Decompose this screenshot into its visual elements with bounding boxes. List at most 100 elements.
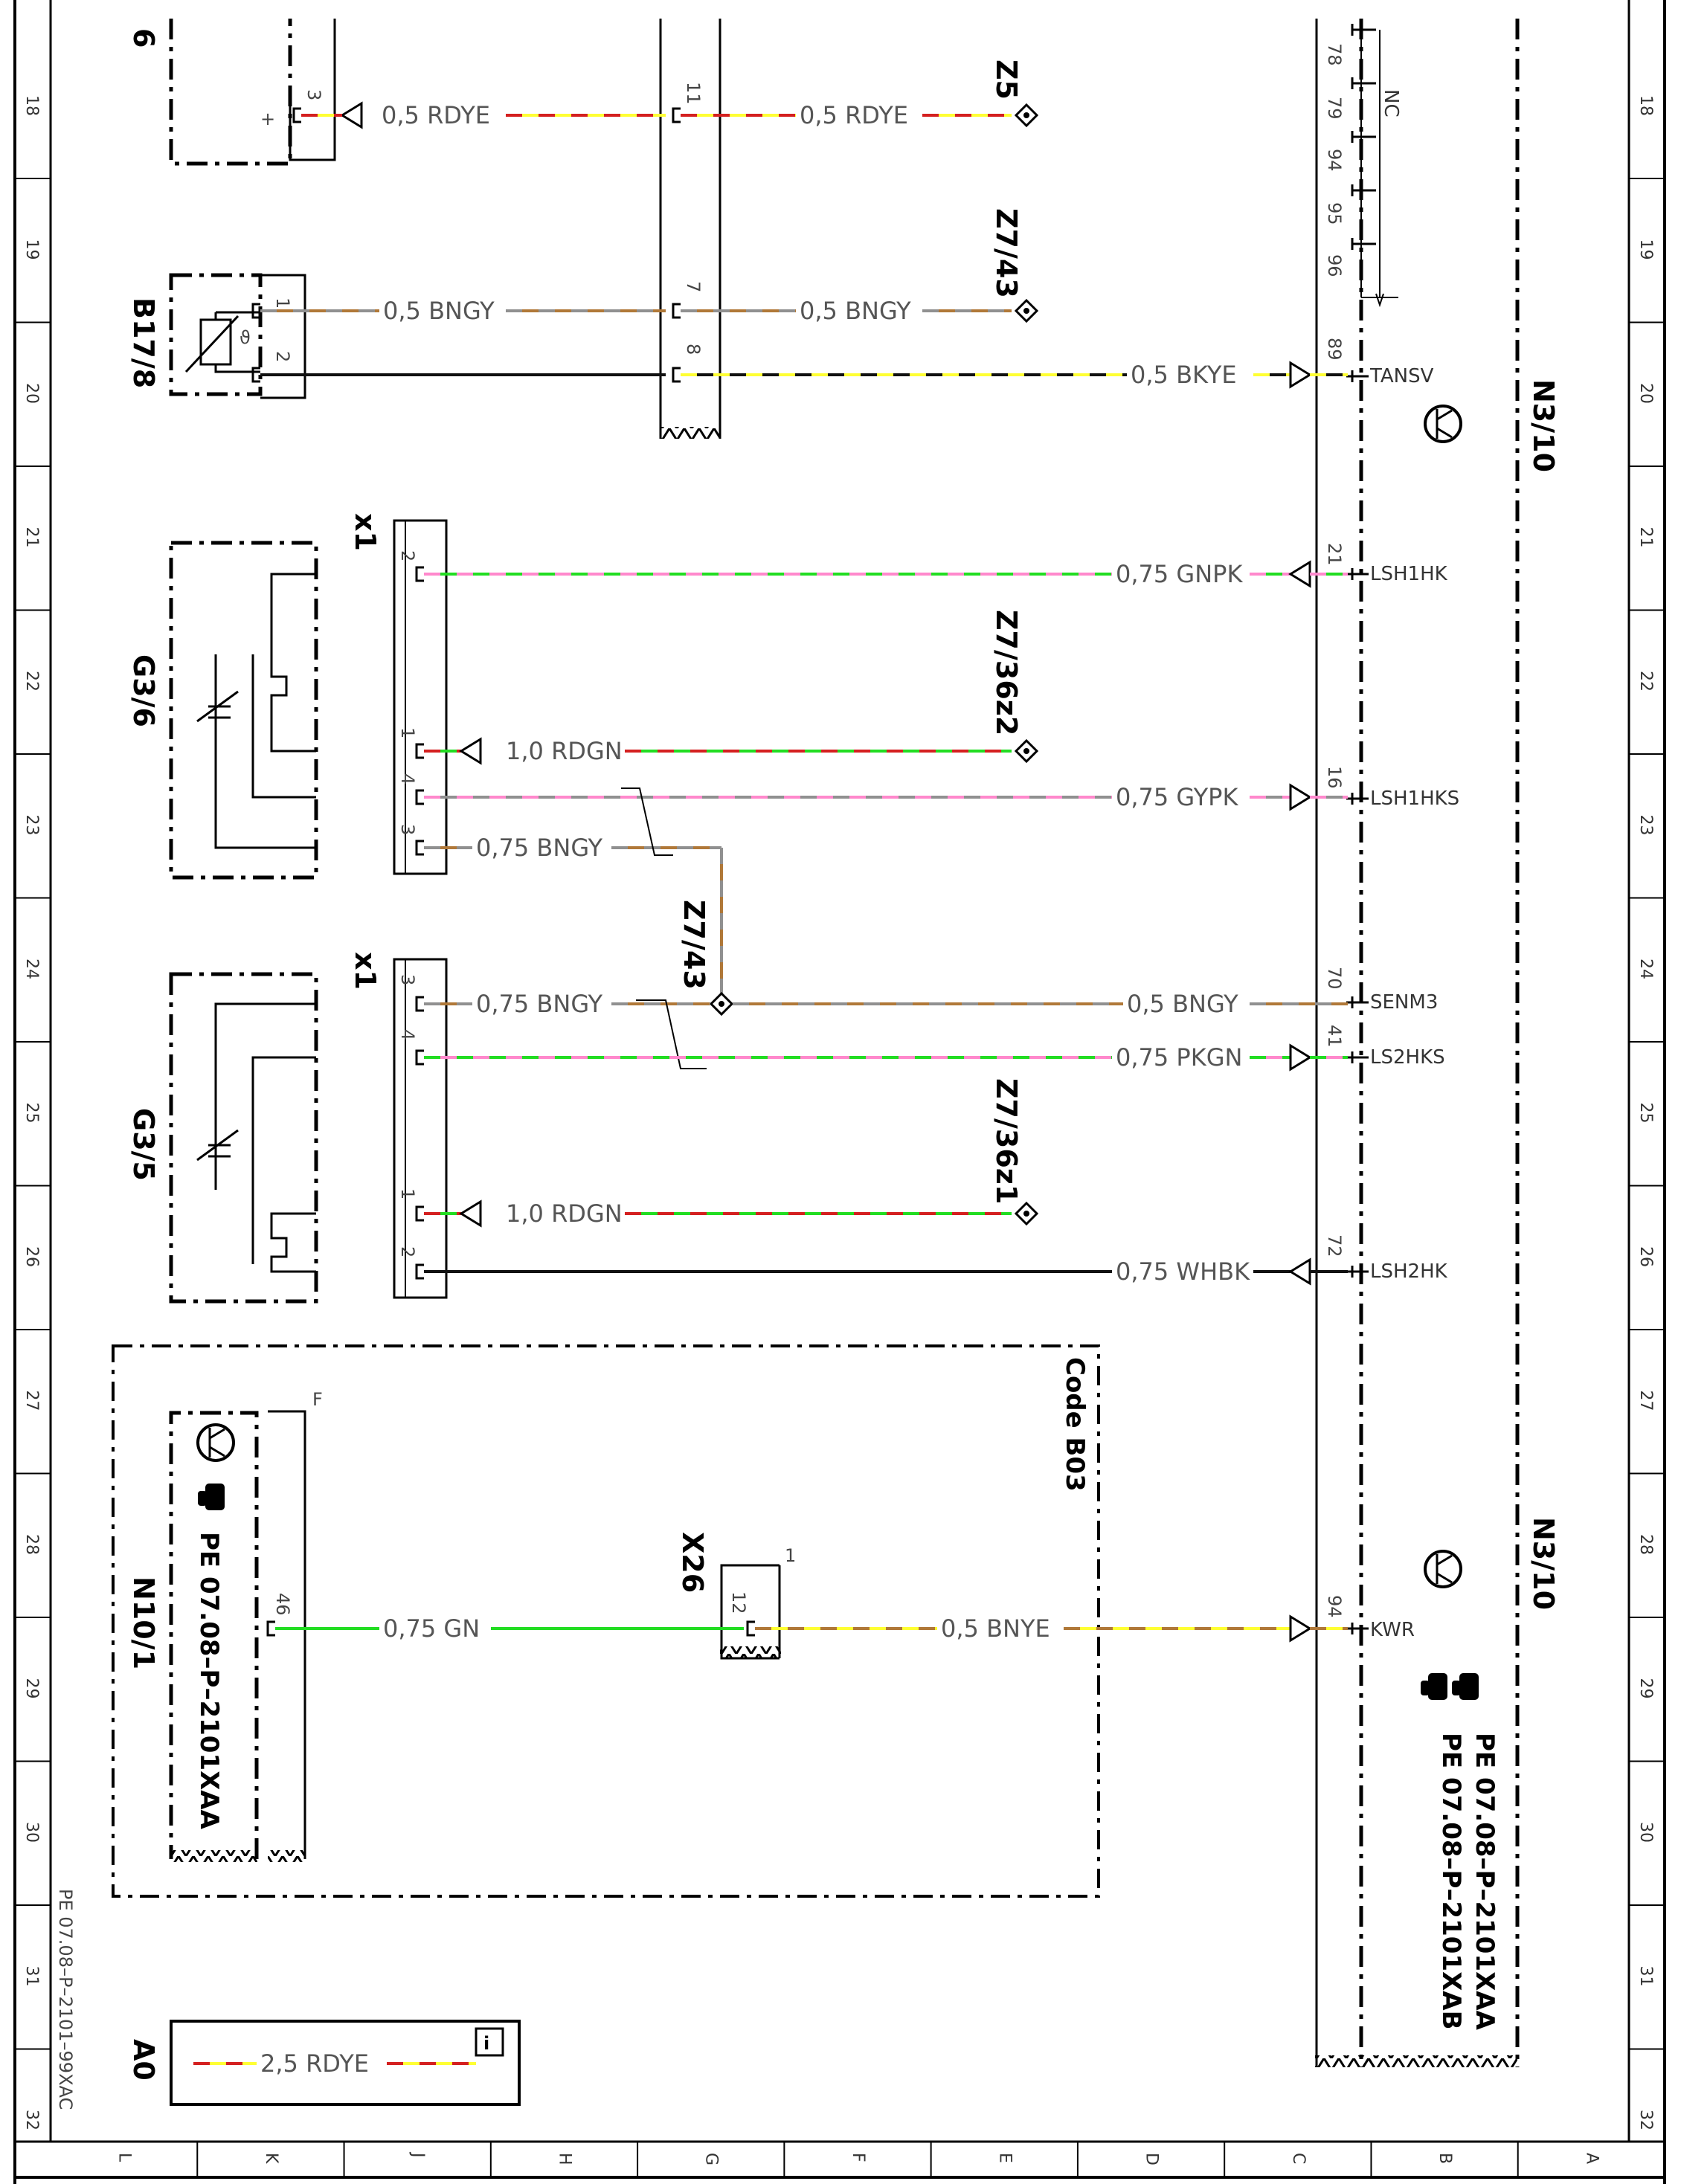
svg-text:1: 1 bbox=[272, 297, 293, 309]
wire-label: 0,5 RDYE bbox=[800, 101, 908, 129]
grid-number: 26 bbox=[1636, 1246, 1655, 1267]
wire-label: 0,75 GN bbox=[383, 1614, 480, 1643]
svg-text:89: 89 bbox=[1324, 338, 1345, 361]
n3-10-ref-b: PE 07.08–P–2101XAB bbox=[1436, 1733, 1466, 2030]
arrow-icon bbox=[1289, 361, 1312, 389]
svg-text:41: 41 bbox=[1324, 1025, 1345, 1048]
svg-text:4: 4 bbox=[397, 773, 418, 785]
grid-number: 27 bbox=[1636, 1391, 1655, 1411]
svg-text:1: 1 bbox=[397, 1188, 418, 1199]
wire-label: 0,75 PKGN bbox=[1116, 1043, 1242, 1072]
arrow-icon bbox=[1289, 783, 1312, 811]
wire-label: 0,75 WHBK bbox=[1116, 1257, 1250, 1286]
grid-letter: L bbox=[115, 2153, 134, 2162]
wire-label: 0,5 BNYE bbox=[941, 1614, 1050, 1643]
grid-number: 22 bbox=[22, 671, 41, 692]
wire-label: 0,5 BKYE bbox=[1131, 361, 1237, 389]
arrow-icon bbox=[1288, 1257, 1311, 1286]
svg-text:3: 3 bbox=[397, 974, 418, 985]
grid-number: 20 bbox=[22, 383, 41, 404]
grid-number: 31 bbox=[22, 1966, 41, 1987]
transistor-icon bbox=[196, 1423, 235, 1462]
svg-text:1: 1 bbox=[785, 1545, 796, 1566]
grid-number: 30 bbox=[22, 1822, 41, 1843]
grid-letter: J bbox=[408, 2151, 427, 2158]
arrow-icon bbox=[1288, 560, 1311, 588]
grid-letter: H bbox=[555, 2153, 573, 2165]
grid-letter: G bbox=[702, 2153, 721, 2165]
wire-label: 0,5 BNGY bbox=[1127, 990, 1238, 1018]
svg-text:3: 3 bbox=[397, 824, 418, 835]
n10-1-ref: PE 07.08–P–2101XAA bbox=[194, 1532, 224, 1830]
x26-label: X26 bbox=[676, 1532, 709, 1593]
code-b03-area: Code B03 bbox=[112, 1344, 1100, 1898]
g3-5-label: G3/5 bbox=[127, 1108, 160, 1181]
x26-connector: X26 12 1 bbox=[676, 1532, 796, 1660]
z5-label: Z5 bbox=[990, 59, 1023, 100]
grid-number: 24 bbox=[1636, 959, 1655, 979]
component-6-fragment: 6 3 + bbox=[127, 19, 336, 166]
grid-number: 23 bbox=[1636, 815, 1655, 836]
wire-label: 2,5 RDYE bbox=[260, 2049, 369, 2078]
wire-label: 0,75 GNPK bbox=[1116, 560, 1243, 588]
svg-text:46: 46 bbox=[272, 1593, 293, 1616]
svg-text:2: 2 bbox=[397, 550, 418, 561]
x1-bottom-label: x1 bbox=[349, 952, 382, 990]
grid-number: 23 bbox=[22, 815, 41, 836]
grid-ticks bbox=[15, 178, 1665, 2177]
grid-number: 20 bbox=[1636, 383, 1655, 404]
b17-8-label: B17/8 bbox=[127, 297, 160, 388]
svg-text:+: + bbox=[260, 109, 275, 129]
g3-6-sensor: G3/6 x1 2 1 4 3 bbox=[127, 513, 448, 880]
z7-36z1-label: Z7/36z1 bbox=[990, 1078, 1023, 1204]
theta-icon: ϑ bbox=[240, 327, 251, 348]
frame bbox=[13, 0, 1666, 2184]
transistor-icon bbox=[1424, 405, 1462, 443]
grid-number: 21 bbox=[22, 527, 41, 548]
hand-pointer-icon bbox=[198, 1484, 225, 1510]
grid-letter: E bbox=[995, 2153, 1014, 2163]
wire-label: 1,0 RDGN bbox=[506, 1199, 623, 1228]
wire-label: 0,5 RDYE bbox=[382, 101, 490, 129]
harness-connector: 11 7 8 bbox=[659, 19, 721, 439]
svg-text:96: 96 bbox=[1324, 254, 1345, 277]
svg-text:16: 16 bbox=[1324, 766, 1345, 789]
grid-number: 32 bbox=[1636, 2110, 1655, 2130]
z7-36z2-label: Z7/36z2 bbox=[990, 610, 1023, 735]
signal-lsh1hks: LSH1HKS bbox=[1370, 787, 1459, 810]
grid-number: 18 bbox=[22, 95, 41, 116]
grid-number: 29 bbox=[1636, 1678, 1655, 1699]
wire-label: 0,5 BNGY bbox=[383, 297, 495, 325]
b17-8-temperature-sensor: ϑ B17/8 1 2 bbox=[127, 273, 306, 399]
svg-text:8: 8 bbox=[683, 344, 704, 355]
wires: 0,5 RDYE 0,5 RDYE Z5 0,5 BNGY 0,5 BNGY Z7/43 0… bbox=[193, 59, 1348, 2078]
svg-text:F: F bbox=[312, 1389, 323, 1410]
wire-label: 1,0 RDGN bbox=[506, 737, 623, 765]
grid-number: 27 bbox=[22, 1391, 41, 1411]
n3-10-label-top: N3/10 bbox=[1527, 379, 1560, 472]
z7-43-top-label: Z7/43 bbox=[990, 208, 1023, 298]
hand-pointer-icon bbox=[1452, 1673, 1479, 1700]
grid-letter: C bbox=[1289, 2153, 1308, 2164]
n3-10-ref-a: PE 07.08–P–2101XAA bbox=[1470, 1733, 1500, 2031]
svg-text:4: 4 bbox=[397, 1029, 418, 1040]
signal-ls2hks: LS2HKS bbox=[1370, 1046, 1445, 1069]
n3-10-pins: 78 79 94 95 96 89 21 16 70 41 72 94 bbox=[1324, 43, 1345, 1618]
arrow-icon bbox=[459, 1199, 482, 1228]
info-icon: i bbox=[483, 2033, 489, 2054]
wire-label: 0,75 BNGY bbox=[476, 990, 603, 1018]
svg-text:95: 95 bbox=[1324, 202, 1345, 225]
grid-letter: A bbox=[1582, 2153, 1601, 2164]
wire-label: 0,75 GYPK bbox=[1116, 783, 1238, 811]
grid-letter: F bbox=[849, 2153, 867, 2162]
component-6-label: 6 bbox=[127, 28, 160, 48]
grid-letter: K bbox=[262, 2153, 280, 2164]
svg-text:94: 94 bbox=[1324, 149, 1345, 172]
n10-1-unit: F 46 N10/1 PE 07.08–P–2101XAA bbox=[127, 1389, 323, 1862]
a0-label: A0 bbox=[127, 2039, 160, 2081]
wire-label: 0,5 BNGY bbox=[800, 297, 911, 325]
arrow-icon bbox=[1289, 1043, 1312, 1072]
grid-number: 22 bbox=[1636, 671, 1655, 692]
